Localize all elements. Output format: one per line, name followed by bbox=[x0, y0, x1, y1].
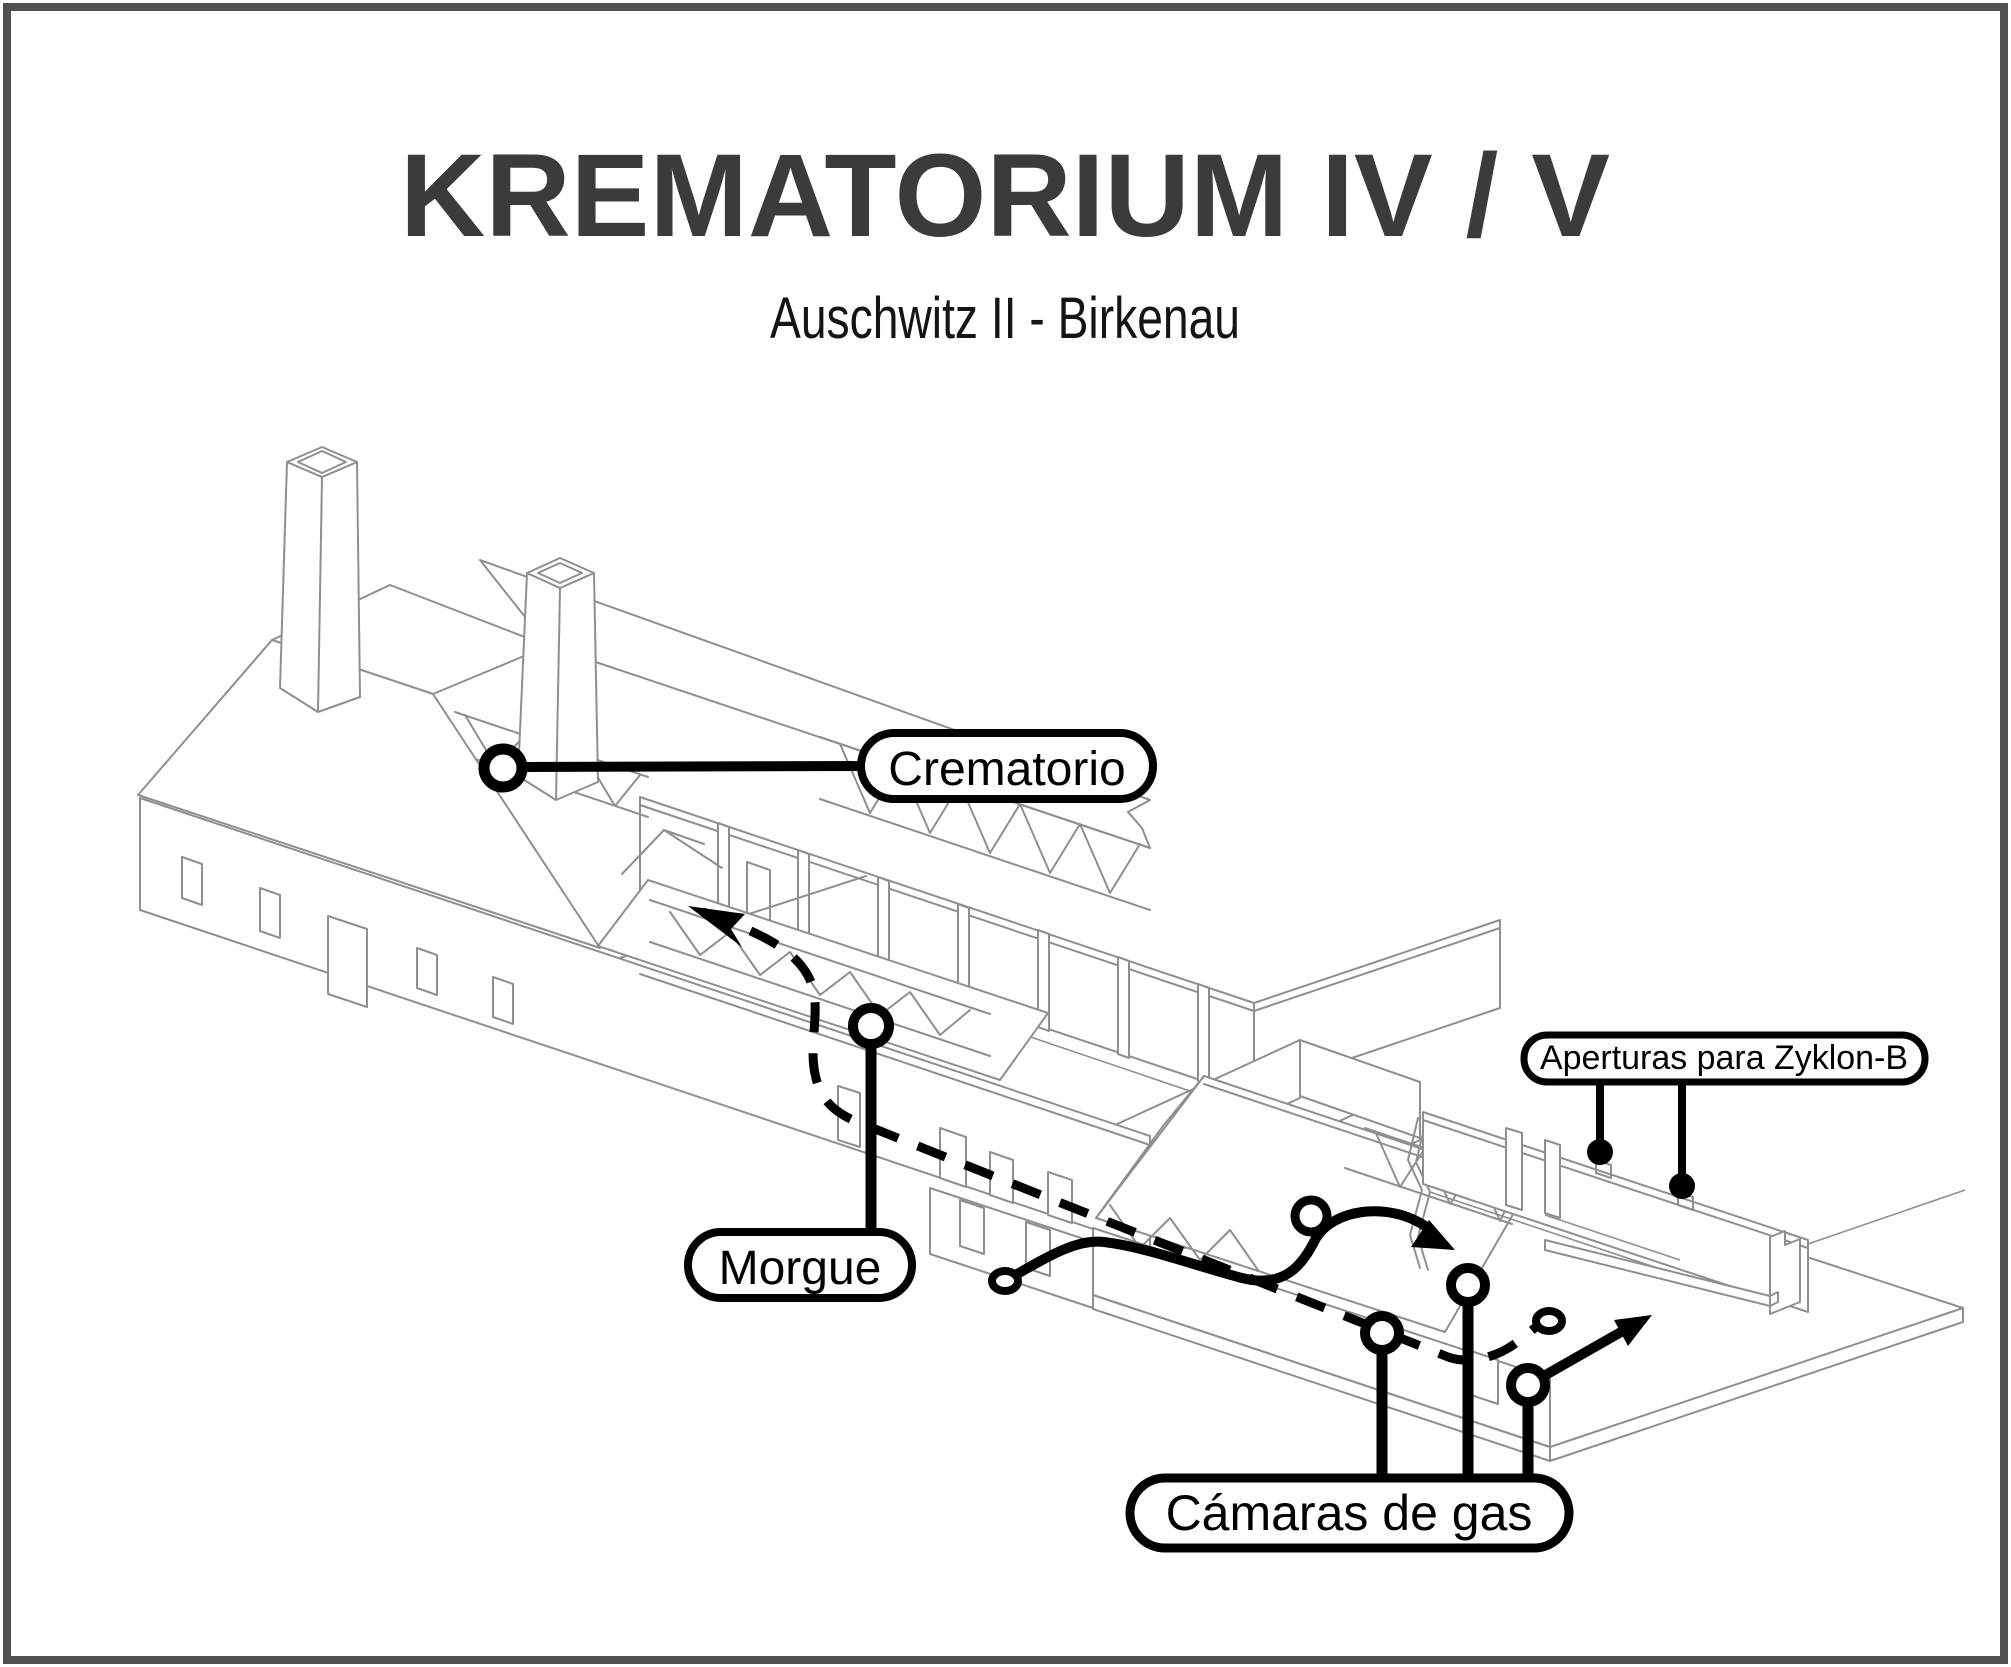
route-dashed-arrowhead bbox=[688, 906, 745, 947]
aperturas-pill bbox=[1520, 1031, 1929, 1086]
chamber-back-wall-edge bbox=[1422, 1119, 1809, 1249]
callout-camaras-de-gas: Cámaras de gas bbox=[1125, 1263, 1574, 1553]
route-solid-west-arrowhead bbox=[1411, 1220, 1455, 1250]
camaras-connector-lines bbox=[1376, 1300, 1534, 1482]
front-wall-inner-edge bbox=[639, 973, 1151, 1146]
crematorio-pill bbox=[857, 729, 1157, 803]
roof-plane-west-hip bbox=[137, 639, 601, 949]
morgue-pill bbox=[684, 1228, 916, 1302]
slab-edges bbox=[1092, 1257, 1964, 1462]
callout-morgue: Morgue bbox=[684, 1003, 916, 1302]
annex-west-doors bbox=[959, 1199, 1051, 1277]
chimney-1-rim bbox=[286, 446, 358, 478]
hall-east-wall-edge bbox=[1253, 927, 1501, 1012]
aperturas-label: Aperturas para Zyklon-B bbox=[1540, 1039, 1908, 1077]
partition-wall-cross bbox=[1299, 1039, 1421, 1139]
page-frame bbox=[3, 3, 2008, 1664]
chimney-1-rim-inner bbox=[297, 450, 347, 474]
route-solid-west-start-marker bbox=[988, 1267, 1022, 1295]
callout-crematorio: Crematorio bbox=[478, 729, 1157, 803]
camaras-pill bbox=[1125, 1473, 1574, 1553]
route-dashed-path bbox=[701, 907, 1539, 1365]
crematorio-label: Crematorio bbox=[888, 743, 1125, 796]
aperturas-dot-marker-1 bbox=[1587, 1139, 1613, 1165]
route-dashed-start-marker bbox=[1532, 1307, 1566, 1335]
route-solid-east-arrowhead bbox=[1614, 1315, 1652, 1346]
camaras-ring-marker-1 bbox=[1360, 1311, 1404, 1355]
front-wall-openings bbox=[181, 856, 1073, 1224]
route-overlays bbox=[688, 906, 1652, 1390]
chimney-2 bbox=[517, 557, 599, 801]
aperturas-connector-lines bbox=[1596, 1080, 1686, 1180]
chimney-1-shaft bbox=[279, 461, 361, 713]
page-subtitle: Auschwitz II - Birkenau bbox=[770, 286, 1240, 351]
building-drawing bbox=[137, 446, 1966, 1462]
morgue-label: Morgue bbox=[719, 1242, 882, 1295]
camaras-ring-marker-2 bbox=[1446, 1263, 1490, 1307]
route-door-ring bbox=[1290, 1195, 1332, 1237]
hall-back-wall-top-edge bbox=[639, 804, 1255, 1012]
slab-curb bbox=[1544, 1239, 1779, 1307]
route-solid-west bbox=[1009, 1206, 1437, 1286]
roof-front-gable bbox=[621, 829, 723, 875]
callouts: Crematorio Morgue Cámaras de gas Apertur… bbox=[478, 729, 1929, 1553]
crematorio-ring-marker bbox=[478, 743, 528, 793]
camaras-ring-marker-3 bbox=[1506, 1363, 1550, 1407]
chamber-partition-slabs bbox=[1505, 1127, 1561, 1219]
callout-aperturas-zyklon: Aperturas para Zyklon-B bbox=[1520, 1031, 1929, 1199]
chimney-2-rim-inner bbox=[537, 562, 583, 584]
chimney-1 bbox=[279, 446, 361, 713]
chimney-2-rim bbox=[526, 557, 595, 589]
crematorio-connector-line bbox=[520, 761, 867, 772]
aperturas-dot-marker-2 bbox=[1669, 1173, 1695, 1199]
camaras-label: Cámaras de gas bbox=[1166, 1485, 1533, 1541]
morgue-ring-marker bbox=[848, 1003, 894, 1049]
page-title: KREMATORIUM IV / V bbox=[400, 130, 1610, 262]
